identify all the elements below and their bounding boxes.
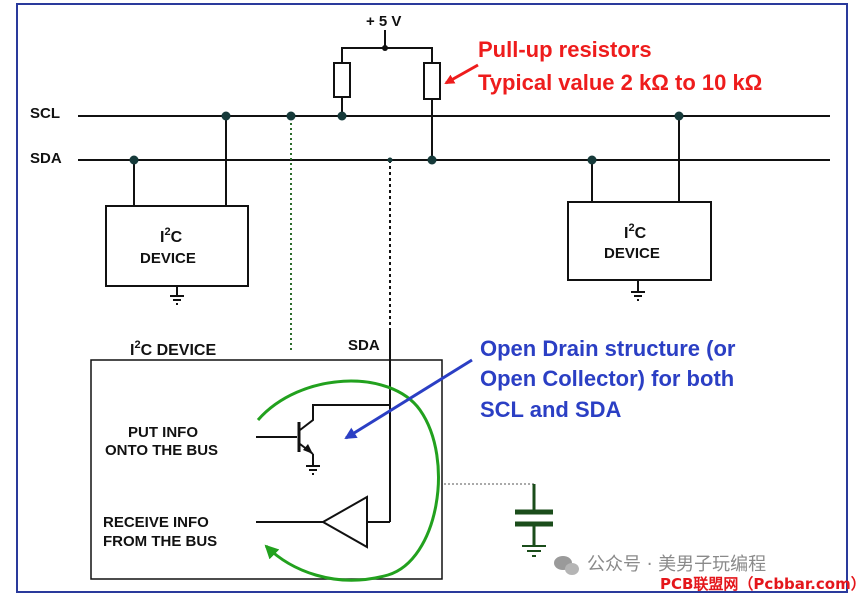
wechat-icon xyxy=(554,556,579,575)
bus-junctions xyxy=(129,111,684,165)
put-info-line2: ONTO THE BUS xyxy=(105,442,218,459)
left-i2c-device-box xyxy=(105,205,249,287)
receive-info-line1: RECEIVE INFO xyxy=(103,514,209,531)
left-device-i: I xyxy=(160,229,164,246)
pullup-resistor-sda xyxy=(423,62,441,100)
junction-sda-right-device xyxy=(587,155,597,165)
signal-loop-curve xyxy=(256,379,440,582)
receive-info-line2: FROM THE BUS xyxy=(103,533,217,550)
scl-label: SCL xyxy=(30,105,60,122)
put-info-line1: PUT INFO xyxy=(128,424,198,441)
right-device-c: C xyxy=(635,225,647,242)
open-drain-note-line2: Open Collector) for both xyxy=(480,366,734,391)
open-drain-note-line3: SCL and SDA xyxy=(480,397,622,422)
junction-sda-pullup xyxy=(427,155,437,165)
right-i2c-device-box xyxy=(567,201,712,281)
pullup-resistor-scl xyxy=(333,62,351,98)
left-device-sup: 2 xyxy=(164,226,170,238)
watermark-site: PCB联盟网（Pcbbar.com） xyxy=(660,575,864,593)
bus-capacitor-icon xyxy=(515,484,553,557)
junction-sda-detail xyxy=(387,157,393,163)
left-device-ground-icon xyxy=(170,286,184,305)
detail-title-i: I xyxy=(130,342,134,359)
open-drain-note-arrow xyxy=(344,358,473,440)
junction-sda-left-device xyxy=(129,155,139,165)
receive-buffer-icon xyxy=(256,495,390,549)
right-device-label: DEVICE xyxy=(604,245,660,262)
left-device-label: DEVICE xyxy=(140,250,196,267)
junction-scl-left-device xyxy=(221,111,231,121)
right-device-i: I xyxy=(624,225,628,242)
right-device-title: I2C xyxy=(624,222,647,242)
detail-sda-pin-label: SDA xyxy=(348,337,380,354)
right-device-ground-icon xyxy=(631,280,645,301)
pullup-note-line2: Typical value 2 kΩ to 10 kΩ xyxy=(478,70,762,95)
detail-title-rest: C DEVICE xyxy=(141,342,217,359)
open-drain-note-line1: Open Drain structure (or xyxy=(480,336,736,361)
pullup-note-line1: Pull-up resistors xyxy=(478,37,652,62)
detail-i2c-device-box xyxy=(90,359,443,580)
watermark-text: 公众号 · 美男子玩编程 xyxy=(587,554,766,575)
detail-title-sup: 2 xyxy=(134,339,140,351)
right-device-sup: 2 xyxy=(628,222,634,234)
transistor-emitter-arrow xyxy=(303,444,313,454)
supply-rail xyxy=(341,47,433,63)
supply-label: + 5 V xyxy=(366,13,401,30)
pullup-note-arrow xyxy=(444,63,479,85)
junction-scl-right-device xyxy=(674,111,684,121)
left-device-title: I2C xyxy=(160,226,183,246)
junction-scl-pullup xyxy=(337,111,347,121)
detail-device-title: I2C DEVICE xyxy=(130,339,216,359)
junction-scl-detail xyxy=(286,111,296,121)
outer-frame xyxy=(16,3,848,593)
left-device-c: C xyxy=(171,229,183,246)
sda-label: SDA xyxy=(30,150,62,167)
